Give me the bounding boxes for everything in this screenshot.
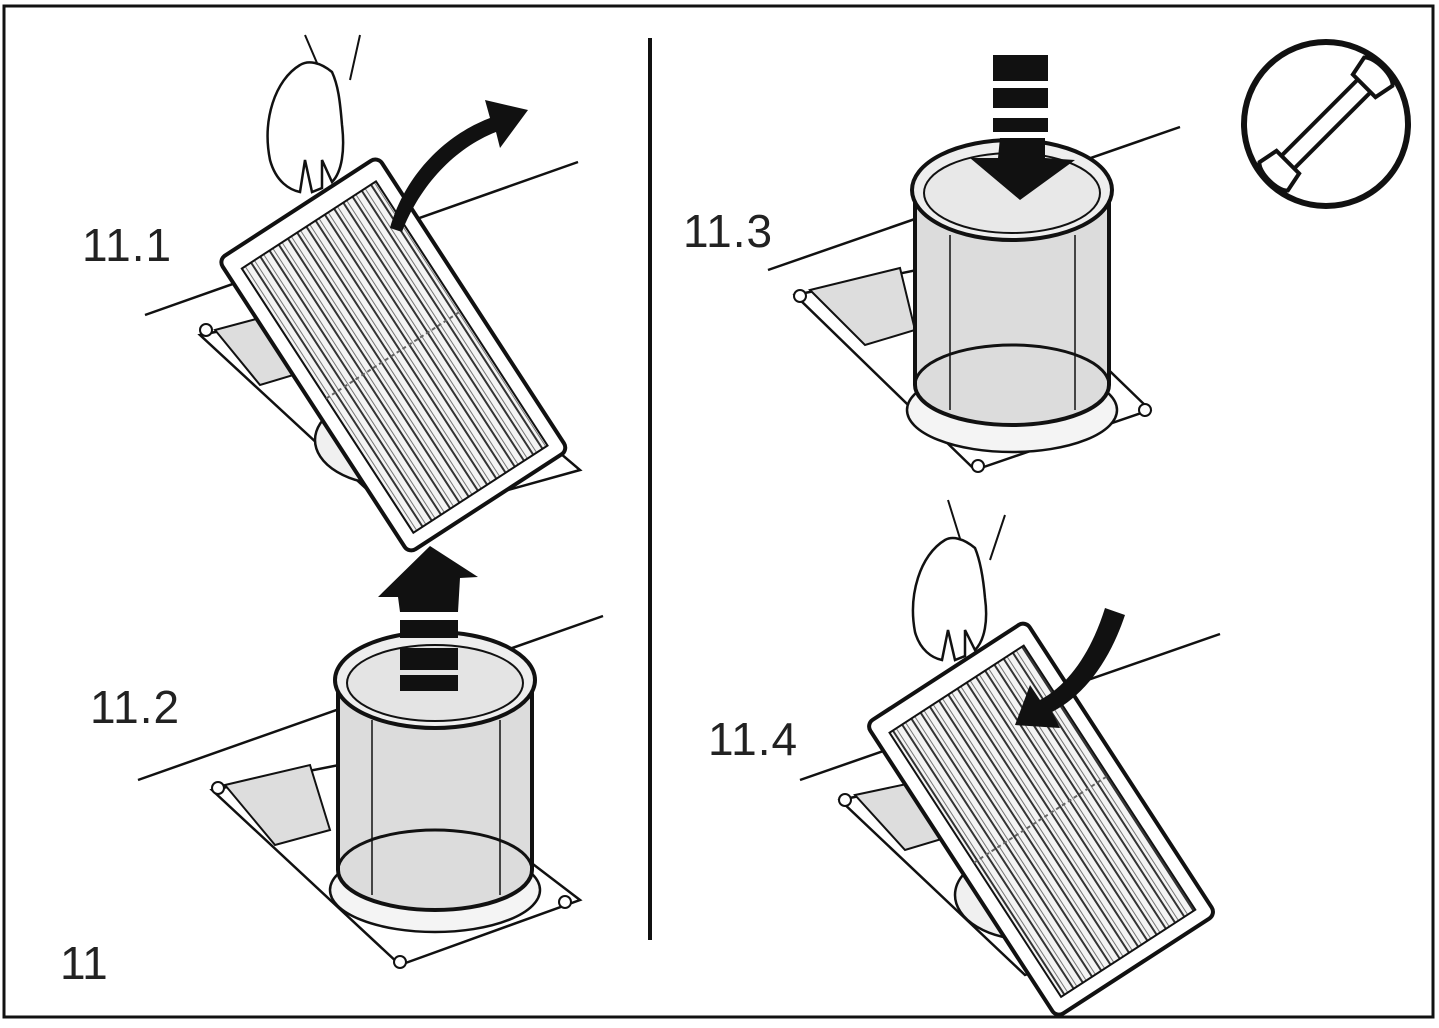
step-11-2-illustration	[137, 546, 604, 969]
hand-icon	[266, 34, 361, 194]
screw	[793, 289, 807, 303]
curved-arrow-icon	[1015, 608, 1125, 728]
screw	[1138, 403, 1152, 417]
up-arrow-icon	[378, 546, 478, 691]
step-11-4-illustration	[799, 499, 1221, 1017]
screw	[211, 781, 225, 795]
filter-bracket	[223, 763, 332, 847]
step-11-3-illustration	[767, 39, 1411, 473]
filter-bracket	[808, 266, 917, 347]
grease-filter	[867, 621, 1215, 1017]
figure-number: 11	[60, 937, 108, 989]
step-label-11-2: 11.2	[90, 681, 181, 733]
step-label-11-3: 11.3	[683, 205, 774, 257]
step-label-11-1: 11.1	[82, 219, 173, 271]
screw	[838, 793, 852, 807]
odour-filter-cylinder	[333, 630, 537, 912]
hand-icon	[911, 499, 1006, 662]
step-11-1-illustration	[144, 34, 583, 553]
page-border	[2, 4, 1435, 1019]
screw	[199, 323, 213, 337]
curved-arrow-icon	[390, 100, 528, 232]
step-label-11-4: 11.4	[708, 713, 799, 765]
screw	[971, 459, 985, 473]
down-arrow-icon	[970, 55, 1075, 200]
grease-filter	[219, 157, 568, 553]
screw	[558, 895, 572, 909]
wrench-icon	[1241, 39, 1411, 209]
screw	[393, 955, 407, 969]
